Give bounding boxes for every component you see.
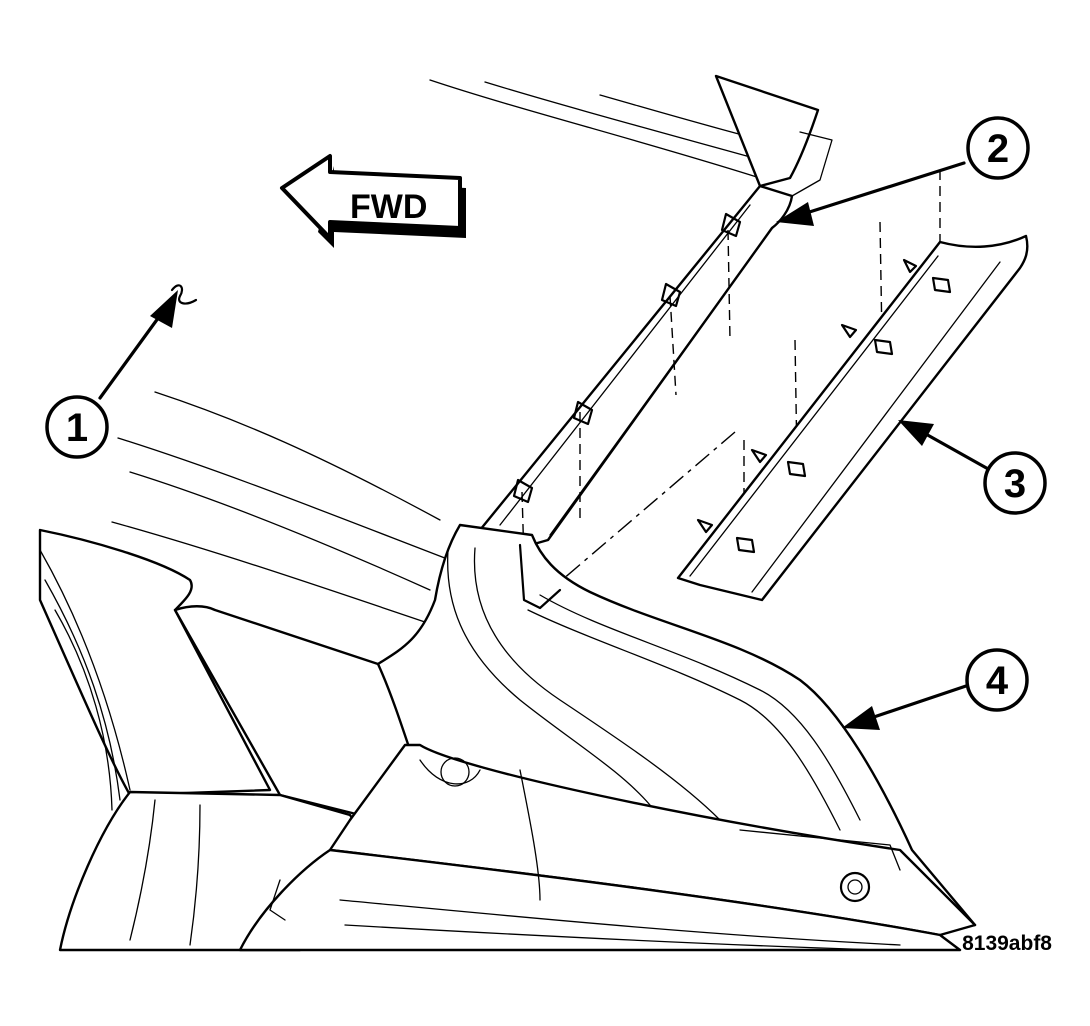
fwd-label: FWD: [350, 188, 427, 226]
callout-1: 1: [45, 395, 109, 459]
callout-3: 3: [983, 451, 1047, 515]
headliner-rear-edge: [714, 74, 820, 188]
svg-text:4: 4: [986, 659, 1009, 703]
headliner-clip-icon: [170, 284, 198, 305]
garnish-trim-panel: [676, 234, 1029, 602]
fwd-arrow-icon: FWD: [280, 154, 466, 248]
headliner-lines: [111, 79, 801, 623]
svg-text:2: 2: [987, 127, 1009, 171]
svg-text:1: 1: [66, 406, 88, 450]
quarter-window-area: [38, 528, 422, 817]
callout-4: 4: [965, 648, 1029, 712]
callout-2: 2: [966, 116, 1030, 180]
figure-id: 8139abf8: [962, 932, 1052, 955]
svg-text:3: 3: [1004, 462, 1026, 506]
leader-arrows: [98, 161, 992, 730]
lower-cargo-trim: [238, 743, 977, 952]
